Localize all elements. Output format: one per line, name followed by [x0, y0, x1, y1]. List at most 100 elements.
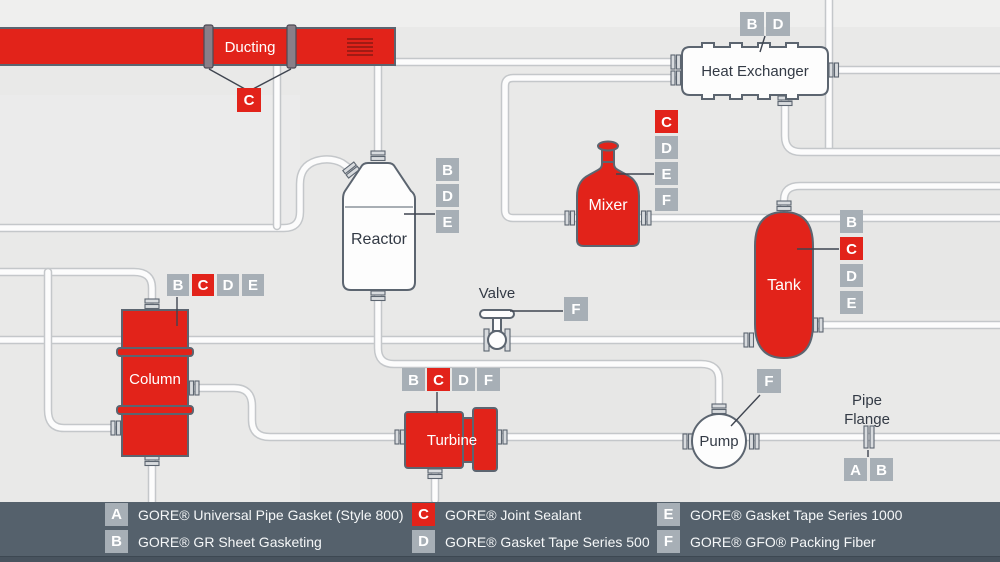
badge-pipe-flange-b: B: [870, 458, 893, 481]
svg-text:C: C: [244, 92, 255, 109]
legend-text-d: GORE® Gasket Tape Series 500: [445, 533, 650, 550]
legend-badge-e: E: [657, 503, 680, 526]
pump-connector: [730, 394, 761, 427]
badge-turbine-b: B: [402, 368, 425, 391]
badge-column-e: E: [242, 274, 264, 296]
pipe-flange-label-line2: Flange: [844, 411, 890, 428]
svg-text:D: D: [661, 140, 672, 157]
svg-text:D: D: [846, 268, 857, 285]
legend-badge-b: B: [105, 530, 128, 553]
pipe-hx-mixer-line: [500, 73, 1000, 223]
legend-badge-c: C: [412, 503, 435, 526]
column-band-upper: [116, 347, 194, 357]
turbine: Turbine: [394, 407, 508, 480]
ducting-connector-right: [252, 68, 292, 90]
mixer-cap: [597, 140, 619, 152]
legend-text-b: GORE® GR Sheet Gasketing: [138, 533, 322, 550]
svg-text:C: C: [198, 277, 209, 294]
svg-text:B: B: [173, 277, 184, 294]
pipe-tank-top: [779, 181, 1000, 217]
legend-item-e: E GORE® Gasket Tape Series 1000: [657, 503, 902, 526]
legend-text-a: GORE® Universal Pipe Gasket (Style 800): [138, 506, 404, 523]
mixer-flanges: [564, 210, 652, 226]
svg-text:D: D: [442, 188, 453, 205]
svg-text:F: F: [662, 192, 671, 209]
diagram-canvas: Ducting Heat Exchanger Reactor Mixe: [0, 0, 1000, 510]
legend-badge-d: D: [412, 530, 435, 553]
badge-mixer-e: E: [655, 162, 678, 185]
mixer: Mixer: [564, 140, 652, 247]
turbine-label: Turbine: [427, 432, 477, 449]
badge-hx-d: D: [766, 12, 790, 36]
badge-column-d: D: [217, 274, 239, 296]
badge-turbine-f: F: [477, 368, 500, 391]
pump-label: Pump: [699, 433, 738, 450]
mixer-label: Mixer: [588, 197, 628, 214]
badge-column-b: B: [167, 274, 189, 296]
svg-text:B: B: [747, 16, 758, 33]
badge-valve-f: F: [564, 297, 588, 321]
svg-text:F: F: [571, 301, 580, 318]
turbine-flanges: [394, 429, 508, 480]
reactor: Reactor: [342, 150, 416, 302]
ducting-label: Ducting: [225, 39, 276, 56]
ducting: Ducting: [0, 24, 396, 69]
duct-joint-right: [286, 24, 297, 69]
badge-reactor-e: E: [436, 210, 459, 233]
badge-tank-c: C: [840, 237, 863, 260]
legend-item-d: D GORE® Gasket Tape Series 500: [412, 530, 650, 553]
svg-text:E: E: [846, 295, 856, 312]
column: Column: [110, 298, 200, 467]
legend-item-b: B GORE® GR Sheet Gasketing: [105, 530, 322, 553]
svg-text:F: F: [764, 373, 773, 390]
background: [0, 0, 1000, 502]
legend-badge-f: F: [657, 530, 680, 553]
column-band-lower: [116, 405, 194, 415]
pipes: [0, 0, 1000, 510]
valve-label: Valve: [479, 285, 515, 302]
pipe-left-to-reactor: [0, 155, 354, 233]
duct-joint-left: [203, 24, 214, 69]
pipe-reactor-to-pump: [373, 285, 724, 409]
badge-hx-b: B: [740, 12, 764, 36]
reactor-label: Reactor: [351, 231, 408, 248]
column-label: Column: [129, 371, 181, 388]
pump-flanges: [682, 403, 760, 450]
svg-text:A: A: [850, 462, 861, 479]
badge-pump-f: F: [757, 369, 781, 393]
valve-handle: [479, 309, 515, 319]
pipe-column-left: [43, 267, 117, 433]
legend-badge-a: A: [105, 503, 128, 526]
ducting-connector-left: [208, 68, 246, 90]
badge-reactor-b: B: [436, 158, 459, 181]
badge-pipe-flange-a: A: [844, 458, 867, 481]
hx-connector: [759, 35, 766, 53]
pipe-flange-label-line1: Pipe: [852, 392, 882, 409]
heat-exchanger: Heat Exchanger: [670, 42, 840, 107]
svg-text:B: B: [442, 162, 453, 179]
svg-text:B: B: [408, 372, 419, 389]
svg-text:D: D: [458, 372, 469, 389]
legend-item-f: F GORE® GFO® Packing Fiber: [657, 530, 876, 553]
svg-text:C: C: [846, 241, 857, 258]
badge-reactor-d: D: [436, 184, 459, 207]
pump: Pump: [682, 403, 760, 469]
legend-item-c: C GORE® Joint Sealant: [412, 503, 581, 526]
legend-text-f: GORE® GFO® Packing Fiber: [690, 533, 876, 550]
badge-tank-b: B: [840, 210, 863, 233]
valve: Valve: [479, 285, 515, 352]
badge-tank-d: D: [840, 264, 863, 287]
svg-text:B: B: [876, 462, 887, 479]
badges: C B D B D E C D E F B C D E B C D E F B …: [167, 12, 893, 481]
reactor-flanges: [342, 150, 386, 302]
duct-vent-icon: [347, 38, 373, 56]
connectors: [176, 35, 869, 457]
svg-text:B: B: [846, 214, 857, 231]
badge-mixer-d: D: [655, 136, 678, 159]
badge-turbine-c: C: [427, 368, 450, 391]
svg-text:E: E: [442, 214, 452, 231]
legend-text-c: GORE® Joint Sealant: [445, 506, 582, 523]
svg-text:C: C: [433, 372, 444, 389]
badge-mixer-c: C: [655, 110, 678, 133]
